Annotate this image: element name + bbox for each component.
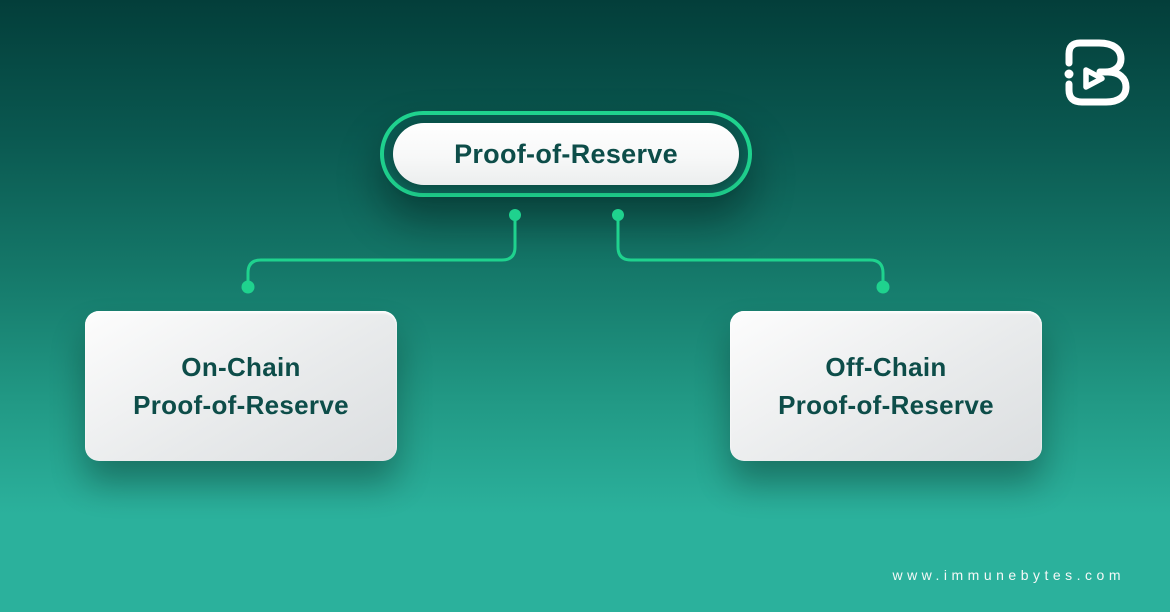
connector-dot-top-left — [509, 209, 521, 221]
connector-dot-bottom-right — [876, 280, 890, 294]
root-node-ring: Proof-of-Reserve — [380, 111, 752, 197]
connector-dot-bottom-left — [241, 280, 255, 294]
website-url: www.immunebytes.com — [892, 567, 1125, 583]
logo-b-bottom-stroke — [1065, 68, 1130, 106]
connector-dot-top-right — [612, 209, 624, 221]
connector-right — [616, 214, 885, 285]
immunebytes-logo-icon — [1064, 39, 1130, 106]
node-off-chain-label: Off-Chain Proof-of-Reserve — [778, 348, 994, 424]
node-off-chain: Off-Chain Proof-of-Reserve — [730, 311, 1042, 461]
logo-i-dot — [1064, 69, 1074, 79]
node-on-chain: On-Chain Proof-of-Reserve — [85, 311, 397, 461]
root-node-label: Proof-of-Reserve — [454, 138, 678, 169]
logo-play-triangle — [1083, 67, 1105, 90]
root-node: Proof-of-Reserve — [393, 123, 739, 185]
node-on-chain-label: On-Chain Proof-of-Reserve — [133, 348, 349, 424]
node-off-chain-line2: Proof-of-Reserve — [778, 390, 994, 420]
node-on-chain-line1: On-Chain — [181, 352, 301, 382]
node-on-chain-line2: Proof-of-Reserve — [133, 390, 349, 420]
node-off-chain-line1: Off-Chain — [825, 352, 947, 382]
connector-left — [246, 214, 517, 285]
logo-b-top-stroke — [1065, 39, 1125, 76]
